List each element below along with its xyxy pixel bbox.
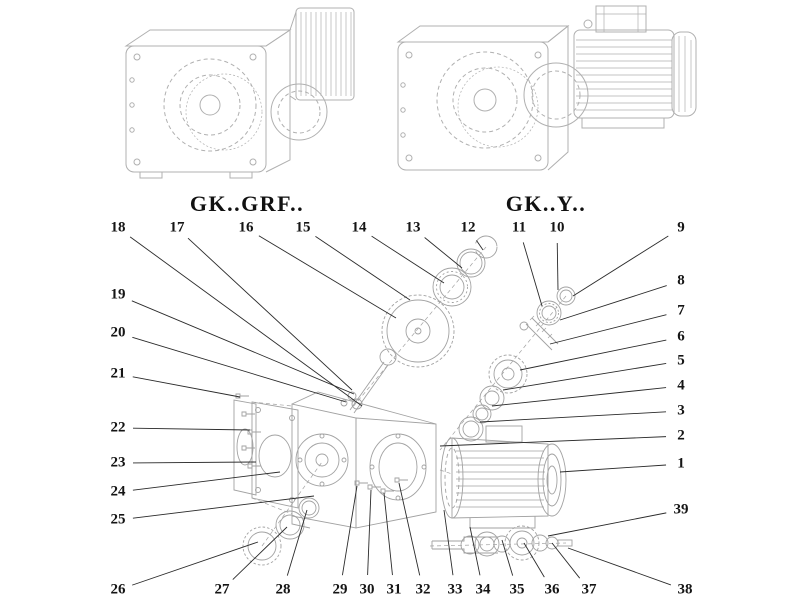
leader-line-10 [556, 242, 559, 291]
part-number-11: 11 [511, 219, 527, 236]
leader-line-25 [132, 495, 315, 519]
leader-line-36 [523, 542, 545, 578]
part-number-14: 14 [351, 219, 367, 236]
part-number-39: 39 [673, 501, 689, 518]
leader-line-14 [371, 235, 445, 284]
leader-line-38 [567, 547, 672, 586]
part-number-19: 19 [110, 286, 126, 303]
part-number-13: 13 [405, 219, 421, 236]
part-number-2: 2 [677, 427, 685, 444]
part-number-30: 30 [359, 581, 375, 598]
leader-line-33 [443, 509, 454, 576]
part-number-16: 16 [238, 219, 254, 236]
leader-line-7 [549, 314, 667, 345]
leader-line-24 [132, 471, 281, 491]
leader-line-21 [132, 376, 241, 398]
leader-line-1 [559, 464, 667, 473]
part-number-18: 18 [110, 219, 126, 236]
leader-line-3 [479, 411, 667, 423]
leader-line-2 [439, 436, 667, 447]
part-number-21: 21 [110, 365, 126, 382]
part-number-23: 23 [110, 454, 126, 471]
leader-line-19 [131, 300, 355, 395]
part-number-8: 8 [677, 272, 685, 289]
leader-line-27 [232, 526, 288, 580]
part-number-38: 38 [677, 581, 693, 598]
part-number-1: 1 [677, 455, 685, 472]
leader-line-37 [551, 542, 581, 579]
model-label-y: GK..Y.. [505, 191, 587, 216]
leader-line-5 [502, 362, 667, 391]
part-number-9: 9 [677, 219, 685, 236]
leader-line-23 [132, 461, 257, 464]
part-number-29: 29 [332, 581, 348, 598]
leader-line-32 [398, 482, 421, 576]
leader-line-15 [315, 236, 411, 301]
leader-line-34 [469, 526, 481, 576]
leader-line-22 [132, 427, 251, 431]
part-number-5: 5 [677, 352, 685, 369]
part-number-12: 12 [460, 219, 476, 236]
leader-line-35 [501, 539, 514, 576]
part-number-37: 37 [581, 581, 597, 598]
leader-line-8 [559, 285, 667, 321]
exploded-assembly [233, 235, 576, 566]
part-number-27: 27 [214, 581, 230, 598]
part-number-22: 22 [110, 419, 126, 436]
leader-line-17 [187, 237, 353, 391]
leader-line-39 [547, 512, 667, 537]
part-number-32: 32 [415, 581, 431, 598]
part-number-3: 3 [677, 402, 685, 419]
part-number-4: 4 [677, 377, 685, 394]
leader-line-18 [129, 236, 363, 407]
part-number-34: 34 [475, 581, 491, 598]
part-number-36: 36 [544, 581, 560, 598]
part-number-26: 26 [110, 581, 126, 598]
part-number-24: 24 [110, 483, 126, 500]
bolt-set-motor [354, 477, 408, 494]
leader-line-16 [258, 235, 397, 319]
part-number-17: 17 [169, 219, 185, 236]
leader-line-29 [341, 485, 358, 576]
leader-line-13 [424, 237, 463, 269]
bolt-set-left [235, 393, 261, 469]
part-number-33: 33 [447, 581, 463, 598]
leader-line-12 [476, 240, 484, 251]
gearbox-drawing-y [396, 5, 697, 171]
leader-line-4 [491, 387, 667, 407]
leader-line-9 [572, 235, 669, 297]
part-number-25: 25 [110, 511, 126, 528]
gearbox-drawing-grf [124, 7, 355, 179]
leader-line-31 [383, 492, 393, 576]
model-label-grf: GK..GRF.. [189, 191, 305, 216]
leader-line-20 [132, 336, 347, 403]
part-number-31: 31 [386, 581, 402, 598]
leader-line-30 [367, 489, 372, 576]
part-number-20: 20 [110, 324, 126, 341]
part-number-6: 6 [677, 328, 685, 345]
part-number-7: 7 [677, 302, 685, 319]
part-number-35: 35 [509, 581, 525, 598]
part-number-15: 15 [295, 219, 311, 236]
part-number-28: 28 [275, 581, 291, 598]
leader-line-26 [132, 541, 259, 586]
part-number-10: 10 [549, 219, 565, 236]
leader-line-28 [286, 509, 308, 576]
leader-line-6 [519, 339, 667, 371]
leader-line-11 [522, 242, 543, 307]
